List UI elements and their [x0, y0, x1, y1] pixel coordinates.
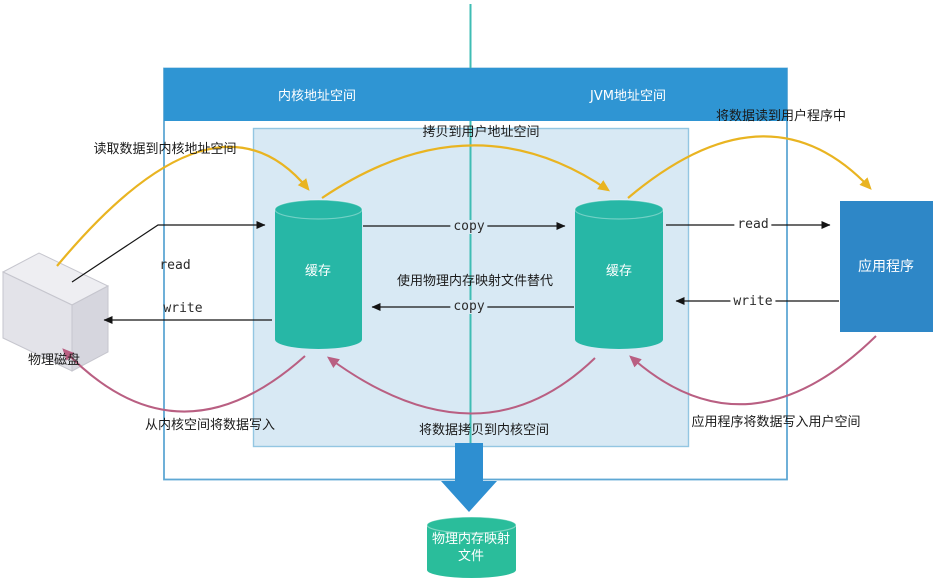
annotation-write-from-kernel: 从内核空间将数据写入 — [144, 418, 276, 433]
annotation-mmap-replace: 使用物理内存映射文件替代 — [396, 274, 554, 289]
application-label: 应用程序 — [858, 259, 914, 275]
application-box — [840, 201, 933, 332]
kernel-space-title: 内核地址空间 — [277, 89, 357, 104]
annotation-copy-to-user: 拷贝到用户地址空间 — [422, 125, 540, 140]
pink-arc-kernel-cache-to-disk — [62, 348, 306, 413]
annotation-read-to-kernel: 读取数据到内核地址空间 — [93, 142, 237, 157]
mmap-file-top-ellipse — [426, 516, 517, 534]
mmap-file-cylinder — [426, 516, 517, 578]
mmap-file-label-line1: 物理内存映射 — [431, 532, 511, 547]
annotation-app-write-user: 应用程序将数据写入用户空间 — [691, 415, 861, 430]
disk-label: 物理磁盘 — [27, 353, 81, 368]
annotation-copy-to-kernel: 将数据拷贝到内核空间 — [418, 423, 550, 438]
yellow-arc-kernel-to-jvm-cache — [321, 144, 611, 199]
mmap-file-label-line2: 文件 — [457, 549, 485, 564]
mmap-down-arrow — [441, 443, 497, 512]
read-left-label: read — [159, 258, 191, 273]
write-right-label: write — [730, 295, 776, 309]
kernel-cache-cylinder — [274, 199, 363, 349]
kernel-cache-body — [275, 200, 362, 349]
copy-bottom-label: copy — [450, 300, 488, 314]
jvm-cache-body — [575, 200, 663, 349]
pink-arc-jvm-to-kernel-cache — [326, 356, 596, 415]
read-right-label: read — [734, 218, 772, 232]
yellow-arc-jvm-cache-to-app — [627, 135, 872, 199]
mmap-file-body — [427, 517, 516, 578]
address-space-header-bar — [164, 68, 787, 121]
write-left-label: write — [163, 301, 203, 316]
copy-top-label: copy — [450, 220, 488, 234]
annotation-read-to-program: 将数据读到用户程序中 — [715, 109, 847, 124]
physical-disk-shape — [1, 252, 110, 372]
pink-arc-app-to-jvm-cache — [629, 335, 877, 406]
jvm-cache-label: 缓存 — [605, 264, 633, 279]
jvm-cache-top-ellipse — [574, 199, 664, 220]
yellow-arc-disk-to-kernel-cache — [56, 145, 310, 267]
kernel-cache-top-ellipse — [274, 199, 363, 220]
jvm-space-title: JVM地址空间 — [590, 89, 666, 104]
jvm-cache-cylinder — [574, 199, 664, 349]
read-arrow-left — [71, 221, 266, 283]
kernel-cache-label: 缓存 — [304, 264, 332, 279]
